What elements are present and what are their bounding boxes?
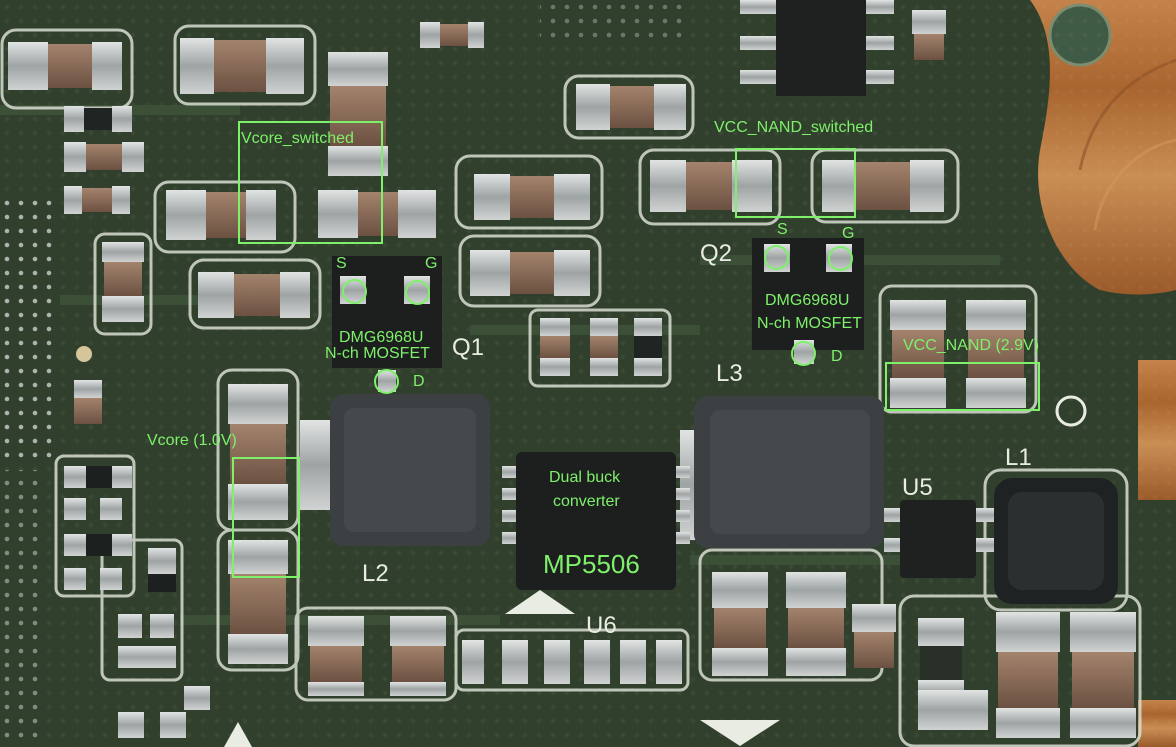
silk-l3: L3: [716, 360, 743, 387]
vcore-switched-label: Vcore_switched: [241, 130, 354, 147]
q1-source-pin-marker: [342, 279, 367, 304]
q2-source-pin-marker: [764, 245, 789, 270]
silk-q1: Q1: [452, 334, 485, 361]
vcore-label: Vcore (1.0V): [147, 432, 237, 449]
ic-u6: [502, 452, 690, 590]
q2-desc-label: N-ch MOSFET: [757, 315, 862, 332]
q1-gate-pin-marker: [405, 280, 430, 305]
q1-desc-label: N-ch MOSFET: [325, 345, 430, 362]
vcc-nand-label: VCC_NAND (2.9V): [903, 337, 1040, 354]
silk-arrow-up: [505, 590, 575, 614]
inductor-l1: [994, 478, 1118, 604]
q1-source-label: S: [336, 255, 347, 272]
q2-drain-pin-marker: [791, 341, 816, 366]
silk-l1: L1: [1005, 444, 1032, 471]
q1-drain-pin-marker: [374, 369, 399, 394]
silk-q2: Q2: [700, 240, 733, 267]
q2-source-label: S: [777, 221, 788, 238]
silk-u5: U5: [902, 474, 933, 501]
vcc-nand-box: [885, 362, 1040, 411]
vcc-nand-switched-label: VCC_NAND_switched: [714, 119, 874, 136]
inductor-l2: [300, 394, 490, 546]
q2-gate-pin-marker: [828, 246, 853, 271]
vcc-nand-switched-box: [735, 148, 856, 218]
q2-gate-label: G: [842, 225, 855, 242]
capacitor-group: [8, 10, 1136, 738]
converter-label-line2: converter: [553, 493, 620, 510]
top-ic: [740, 0, 894, 96]
q1-gate-label: G: [425, 255, 438, 272]
vcore-box: [232, 457, 300, 578]
q2-part-label: DMG6968U: [765, 292, 850, 309]
silk-l2: L2: [362, 560, 389, 587]
silk-arrow-down: [700, 720, 780, 746]
ic-u5: [884, 500, 994, 578]
q1-part-label: DMG6968U: [339, 329, 424, 346]
q1-drain-label: D: [413, 373, 425, 390]
converter-label-line1: Dual buck: [549, 469, 621, 486]
vcore-switched-box: [238, 121, 383, 244]
silk-u6: U6: [586, 612, 617, 639]
converter-part-label: MP5506: [543, 549, 640, 579]
q2-drain-label: D: [831, 348, 843, 365]
inductor-l3: [680, 396, 884, 548]
